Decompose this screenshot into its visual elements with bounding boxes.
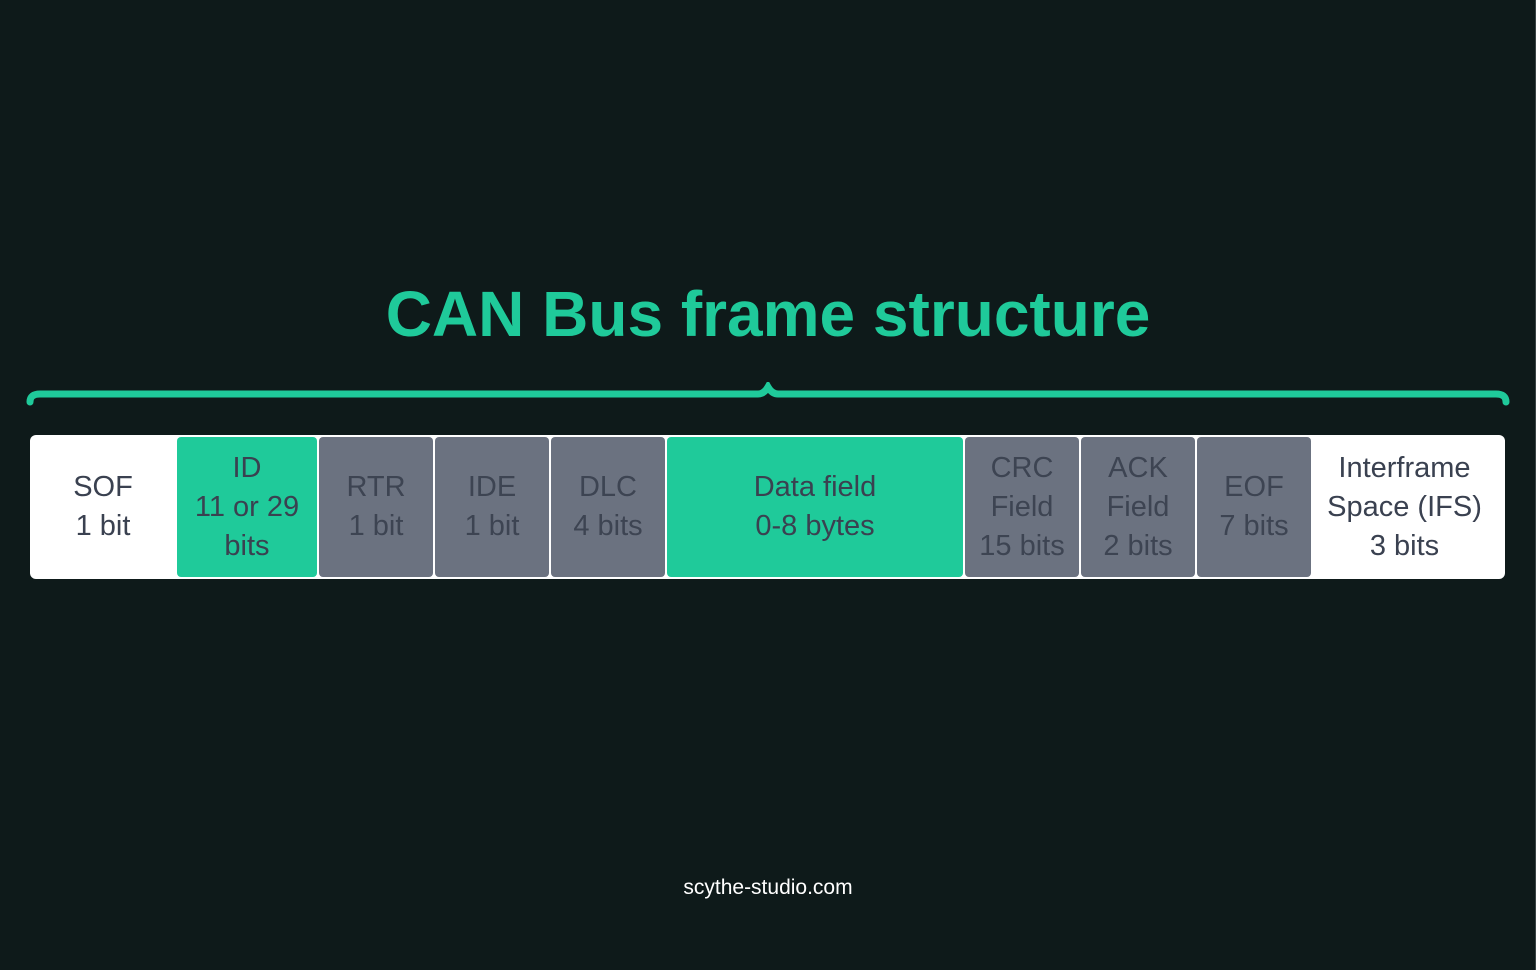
field-label: SOF 1 bit bbox=[73, 471, 133, 542]
field-interframe-space-ifs: Interframe Space (IFS) 3 bits bbox=[1313, 437, 1496, 577]
field-label: EOF 7 bits bbox=[1219, 471, 1289, 542]
field-label: RTR 1 bit bbox=[346, 471, 406, 542]
curly-brace-icon bbox=[26, 382, 1510, 406]
field-label: ACK Field 2 bits bbox=[1103, 451, 1173, 562]
footer-website: scythe-studio.com bbox=[683, 876, 853, 899]
field-label: CRC Field 15 bits bbox=[979, 451, 1065, 562]
field-label: DLC 4 bits bbox=[573, 471, 643, 542]
field-label: IDE 1 bit bbox=[464, 471, 520, 542]
field-rtr: RTR 1 bit bbox=[319, 437, 433, 577]
field-crc-field: CRC Field 15 bits bbox=[965, 437, 1079, 577]
field-data-field: Data field 0-8 bytes bbox=[667, 437, 963, 577]
field-ack-field: ACK Field 2 bits bbox=[1081, 437, 1195, 577]
field-dlc: DLC 4 bits bbox=[551, 437, 665, 577]
field-sof: SOF 1 bit bbox=[31, 437, 175, 577]
field-id: ID 11 or 29 bits bbox=[177, 437, 317, 577]
field-label: Data field 0-8 bytes bbox=[753, 471, 877, 542]
diagram-title: CAN Bus frame structure bbox=[385, 278, 1151, 350]
field-label: ID 11 or 29 bits bbox=[194, 451, 300, 562]
field-label: Interframe Space (IFS) 3 bits bbox=[1327, 451, 1482, 562]
field-ide: IDE 1 bit bbox=[435, 437, 549, 577]
field-eof: EOF 7 bits bbox=[1197, 437, 1311, 577]
can-frame-diagram: SOF 1 bit ID 11 or 29 bits RTR 1 bit IDE 1 … bbox=[30, 435, 1505, 579]
